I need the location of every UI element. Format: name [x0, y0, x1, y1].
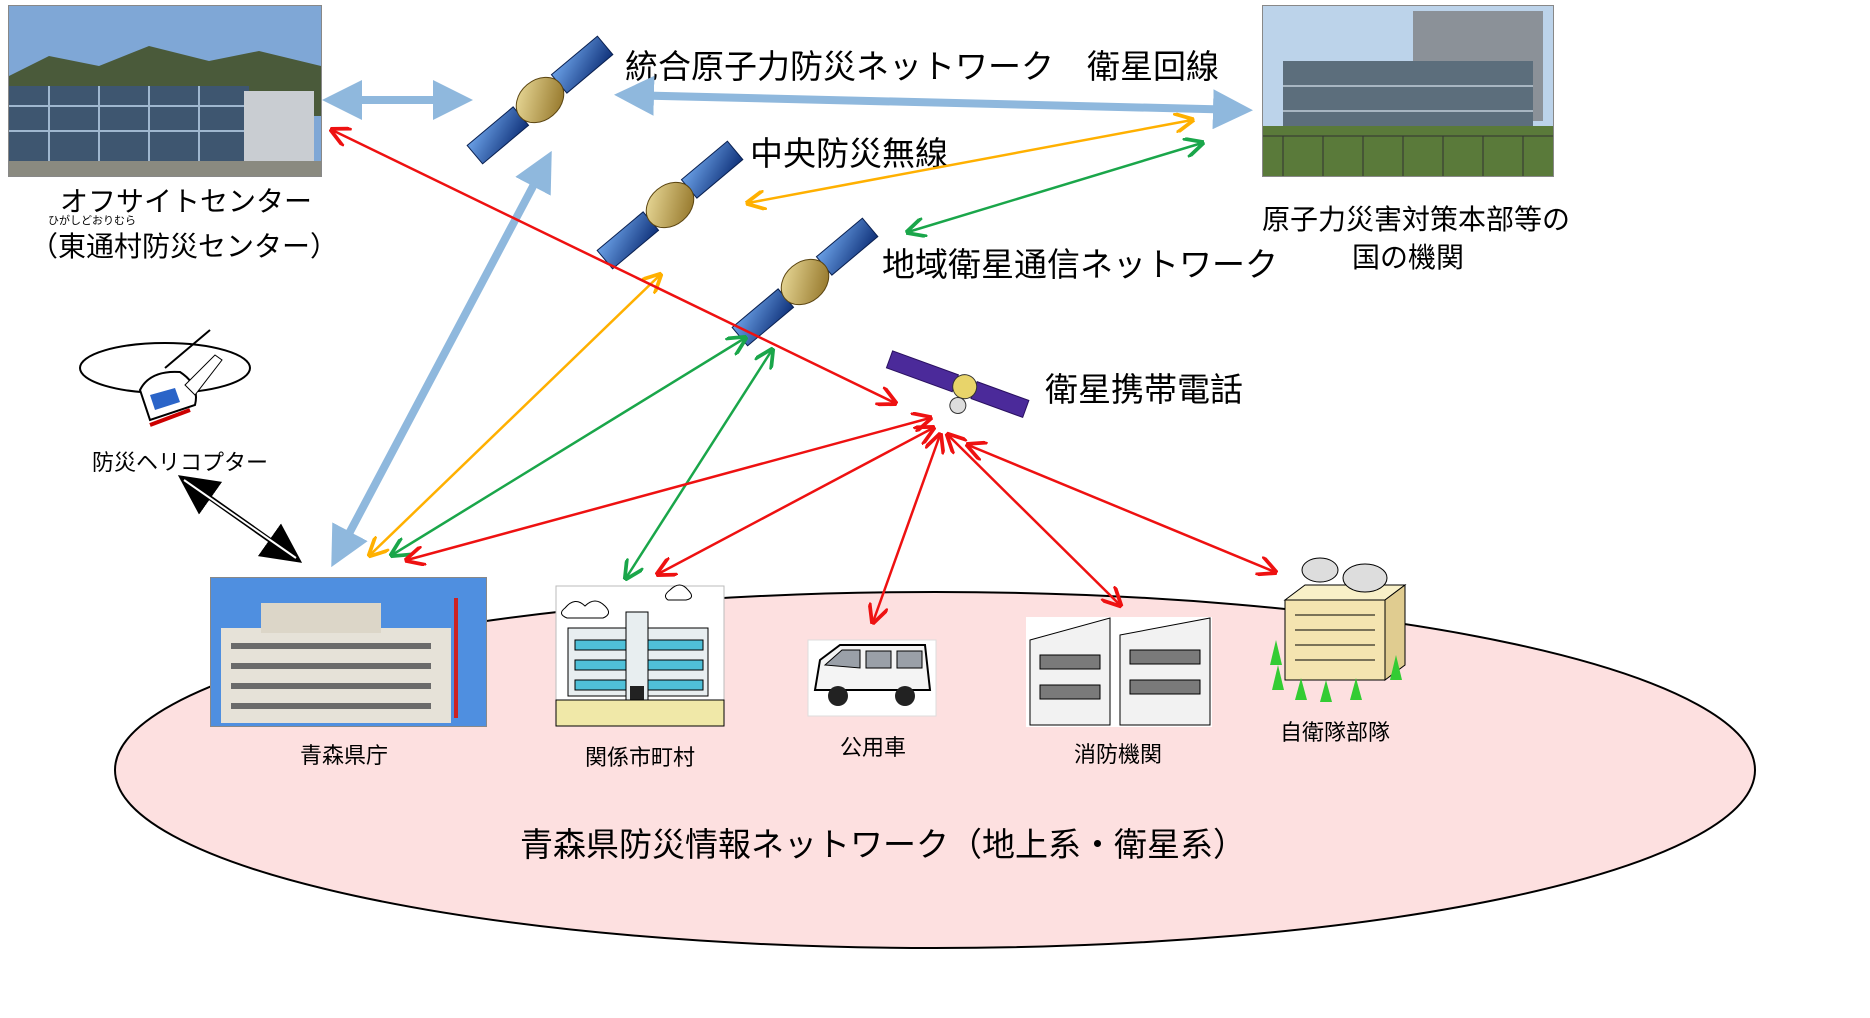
network-title: 青森県防災情報ネットワーク（地上系・衛星系） [520, 825, 1246, 864]
integrated-link-national [614, 75, 1253, 130]
pref-office-photo [210, 577, 487, 727]
national-agency-photo [1262, 5, 1554, 177]
pref-office-label: 青森県庁 [300, 744, 389, 769]
government-building-icon [1263, 6, 1553, 176]
national-agency-label-1: 原子力災害対策本部等の [1262, 203, 1571, 236]
phone-link-fire [948, 435, 1120, 605]
municipalities-label: 関係市町村 [585, 746, 696, 771]
offsite-center-label: オフサイトセンター [60, 185, 313, 218]
building-photo-icon [9, 6, 321, 176]
helicopter-label: 防災ヘリコプター [92, 451, 269, 476]
sdf-label: 自衛隊部隊 [1280, 721, 1391, 746]
phone-link-pref [407, 418, 930, 560]
offsite-center-photo [8, 5, 322, 177]
phone-link-offsite [332, 130, 895, 403]
offsite-center-sublabel: （東通村防災センター） [30, 230, 339, 263]
phone-link-municipal [658, 428, 933, 574]
helicopter-link-inner [183, 479, 297, 559]
offsite-furigana: ひがしどおりむら [48, 214, 136, 227]
satellite-phone-label: 衛星携帯電話 [1045, 370, 1243, 409]
pref-office-building-icon [211, 578, 486, 726]
fire-dept-label: 消防機関 [1074, 743, 1163, 768]
regional-link-national [908, 143, 1202, 232]
regional-link-municipal [626, 350, 772, 578]
phone-link-car [873, 435, 940, 622]
official-car-label: 公用車 [840, 736, 907, 761]
phone-link-sdf [968, 445, 1275, 572]
central-link-national [748, 120, 1192, 203]
national-agency-label-2: 国の機関 [1352, 241, 1465, 274]
regional-link-pref [392, 338, 745, 555]
regional-network-label: 地域衛星通信ネットワーク [882, 245, 1278, 284]
